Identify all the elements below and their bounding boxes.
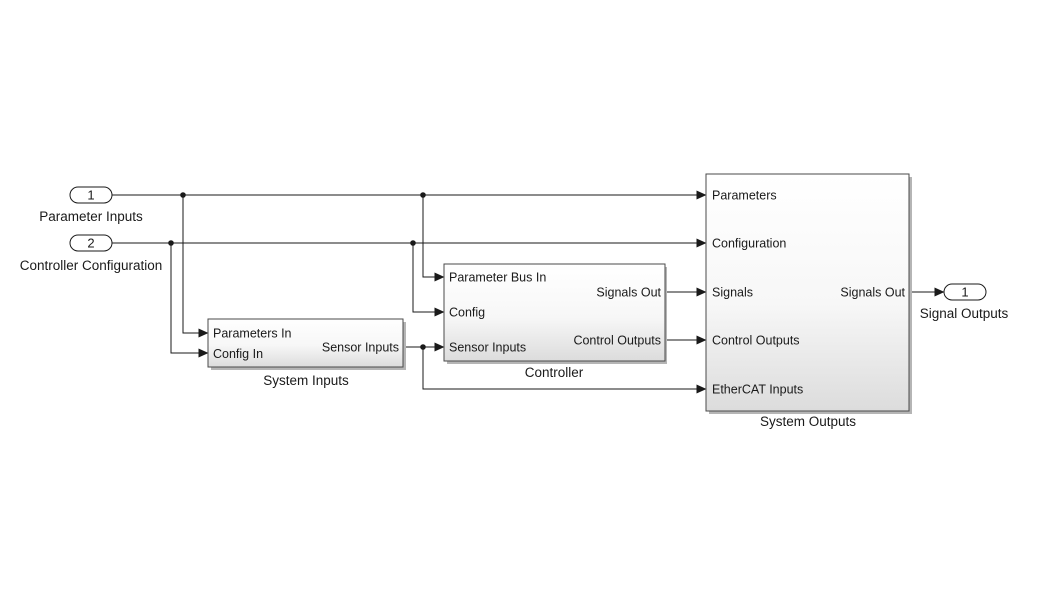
port-label-signals-out: Signals Out (596, 286, 661, 300)
block-body (443, 263, 666, 362)
branch-point (180, 192, 186, 198)
port-label-sensor-inputs: Sensor Inputs (322, 341, 399, 355)
port-label-signals-out: Signals Out (840, 286, 905, 300)
system-outputs-block[interactable]: Parameters Configuration Signals Control… (705, 173, 912, 429)
branch-point (168, 240, 174, 246)
signal-line-controller-config[interactable] (412, 243, 445, 317)
port-label-signals: Signals (712, 286, 753, 300)
controller-block[interactable]: Parameter Bus In Config Sensor Inputs Si… (443, 263, 667, 380)
inport-label: Parameter Inputs (39, 209, 143, 224)
branch-point (410, 240, 416, 246)
inport-number: 1 (87, 188, 94, 203)
block-name[interactable]: System Outputs (760, 414, 856, 429)
port-label-config-in: Config In (213, 347, 263, 361)
branch-point (420, 344, 426, 350)
signal-line-ethercat-inputs[interactable] (422, 347, 707, 394)
block-body (705, 173, 910, 412)
block-name[interactable]: System Inputs (263, 373, 349, 388)
port-label-ethercat-inputs: EtherCAT Inputs (712, 383, 803, 397)
port-label-parameter-bus-in: Parameter Bus In (449, 271, 546, 285)
inport-2[interactable]: 2 Controller Configuration (20, 234, 163, 273)
outport-label: Signal Outputs (920, 306, 1009, 321)
port-label-parameters: Parameters (712, 189, 777, 203)
signal-line-parameter-bus-in[interactable] (422, 195, 445, 282)
block-name[interactable]: Controller (525, 365, 584, 380)
branch-point (420, 192, 426, 198)
port-label-control-outputs: Control Outputs (712, 334, 800, 348)
inport-label: Controller Configuration (20, 258, 163, 273)
port-label-configuration: Configuration (712, 237, 786, 251)
port-label-parameters-in: Parameters In (213, 327, 292, 341)
inport-1[interactable]: 1 Parameter Inputs (39, 186, 143, 224)
branch-points (168, 192, 426, 350)
inport-shape (69, 186, 113, 204)
inport-shape (69, 234, 113, 252)
outport-1[interactable]: 1 Signal Outputs (920, 283, 1009, 321)
signal-line-config-in[interactable] (170, 243, 209, 358)
inport-number: 2 (87, 236, 94, 251)
outport-number: 1 (961, 285, 968, 300)
port-label-sensor-inputs: Sensor Inputs (449, 341, 526, 355)
system-inputs-block[interactable]: Parameters In Config In Sensor Inputs Sy… (207, 318, 406, 388)
signal-line-parameters-in[interactable] (182, 195, 209, 338)
outport-shape (943, 283, 987, 301)
signal-lines (112, 190, 945, 394)
port-label-config: Config (449, 306, 485, 320)
port-label-control-outputs: Control Outputs (573, 334, 661, 348)
block-body (207, 318, 404, 368)
